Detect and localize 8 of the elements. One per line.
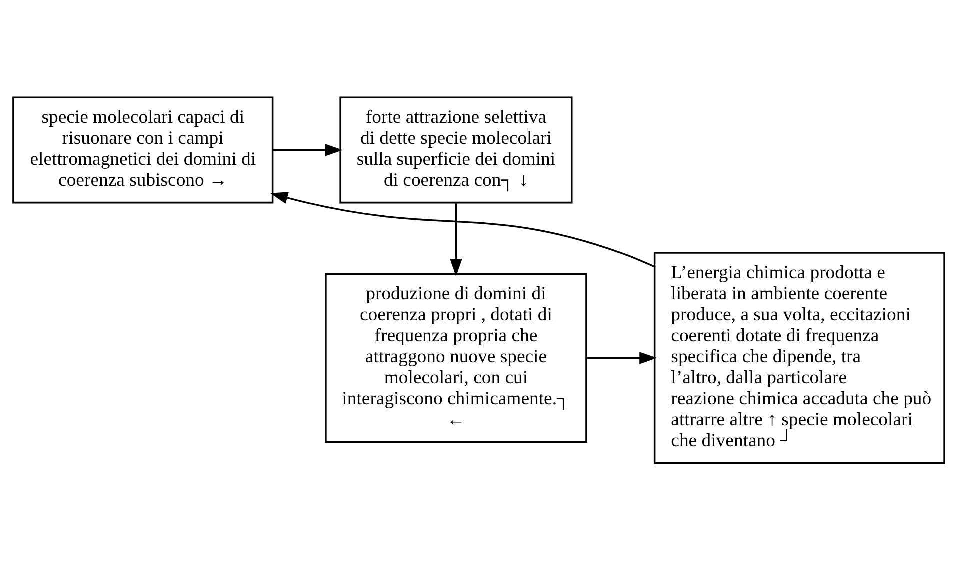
node-box: L’energia chimica prodotta e liberata in ambiente coerente produce, a sua volta, eccitazioni coerenti dotate di frequenza specifica che dipende, tra l’altro, dalla particolare reazione chimica accaduta che può attrarre altre ↑ specie molecolari che diventano ┘ [654,252,946,464]
arrow [270,192,655,268]
arrow [450,203,462,277]
arrow [273,144,343,156]
arrow [586,352,658,364]
node-box: specie molecolari capaci di risuonare con i campi elettromagnetici dei domini di coerenza subiscono → [12,96,274,204]
node-box: produzione di domini di coerenza propri , dotati di frequenza propria che attraggono nuove specie molecolari, con cui interagiscono chimicamente.┐ ← [325,273,588,444]
node-box: forte attrazione selettiva di dette specie molecolari sulla superficie dei domini di coerenza con┐ ↓ [340,96,573,204]
